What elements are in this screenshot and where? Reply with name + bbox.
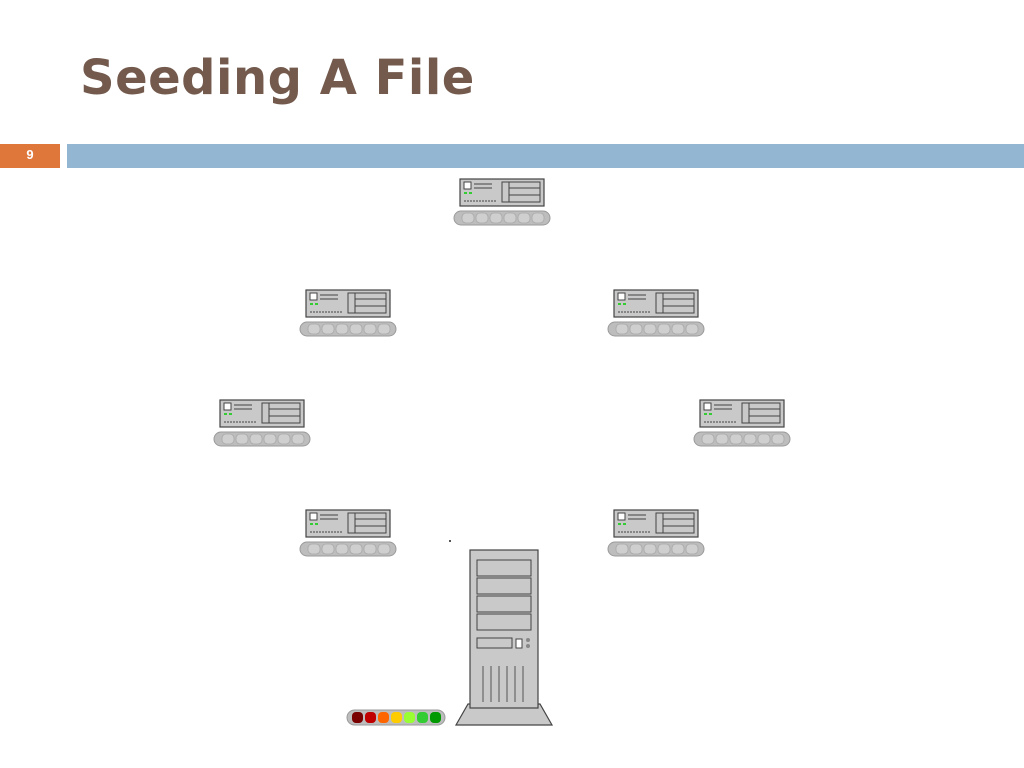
status-led <box>430 712 441 723</box>
peer-lower-right <box>606 508 706 558</box>
server-tower-icon <box>454 549 554 726</box>
peer-middle-right <box>692 398 792 448</box>
desktop-computer-icon <box>693 399 791 447</box>
status-led <box>352 712 363 723</box>
peer-top <box>452 177 552 227</box>
status-led <box>391 712 402 723</box>
peer-lower-left <box>298 508 398 558</box>
seeder-progress-bar <box>346 709 446 726</box>
desktop-computer-icon <box>607 509 705 557</box>
slide-number: 9 <box>0 144 60 168</box>
status-led <box>417 712 428 723</box>
status-led <box>404 712 415 723</box>
header-bar <box>67 144 1024 168</box>
dot-marker <box>449 540 451 542</box>
desktop-computer-icon <box>299 509 397 557</box>
status-led <box>365 712 376 723</box>
seeder-server-tower <box>454 548 554 728</box>
peer-middle-left <box>212 398 312 448</box>
status-led <box>378 712 389 723</box>
desktop-computer-icon <box>213 399 311 447</box>
desktop-computer-icon <box>453 178 551 226</box>
peer-upper-left <box>298 288 398 338</box>
desktop-computer-icon <box>299 289 397 337</box>
slide-title: Seeding A File <box>80 50 475 106</box>
desktop-computer-icon <box>607 289 705 337</box>
peer-upper-right <box>606 288 706 338</box>
